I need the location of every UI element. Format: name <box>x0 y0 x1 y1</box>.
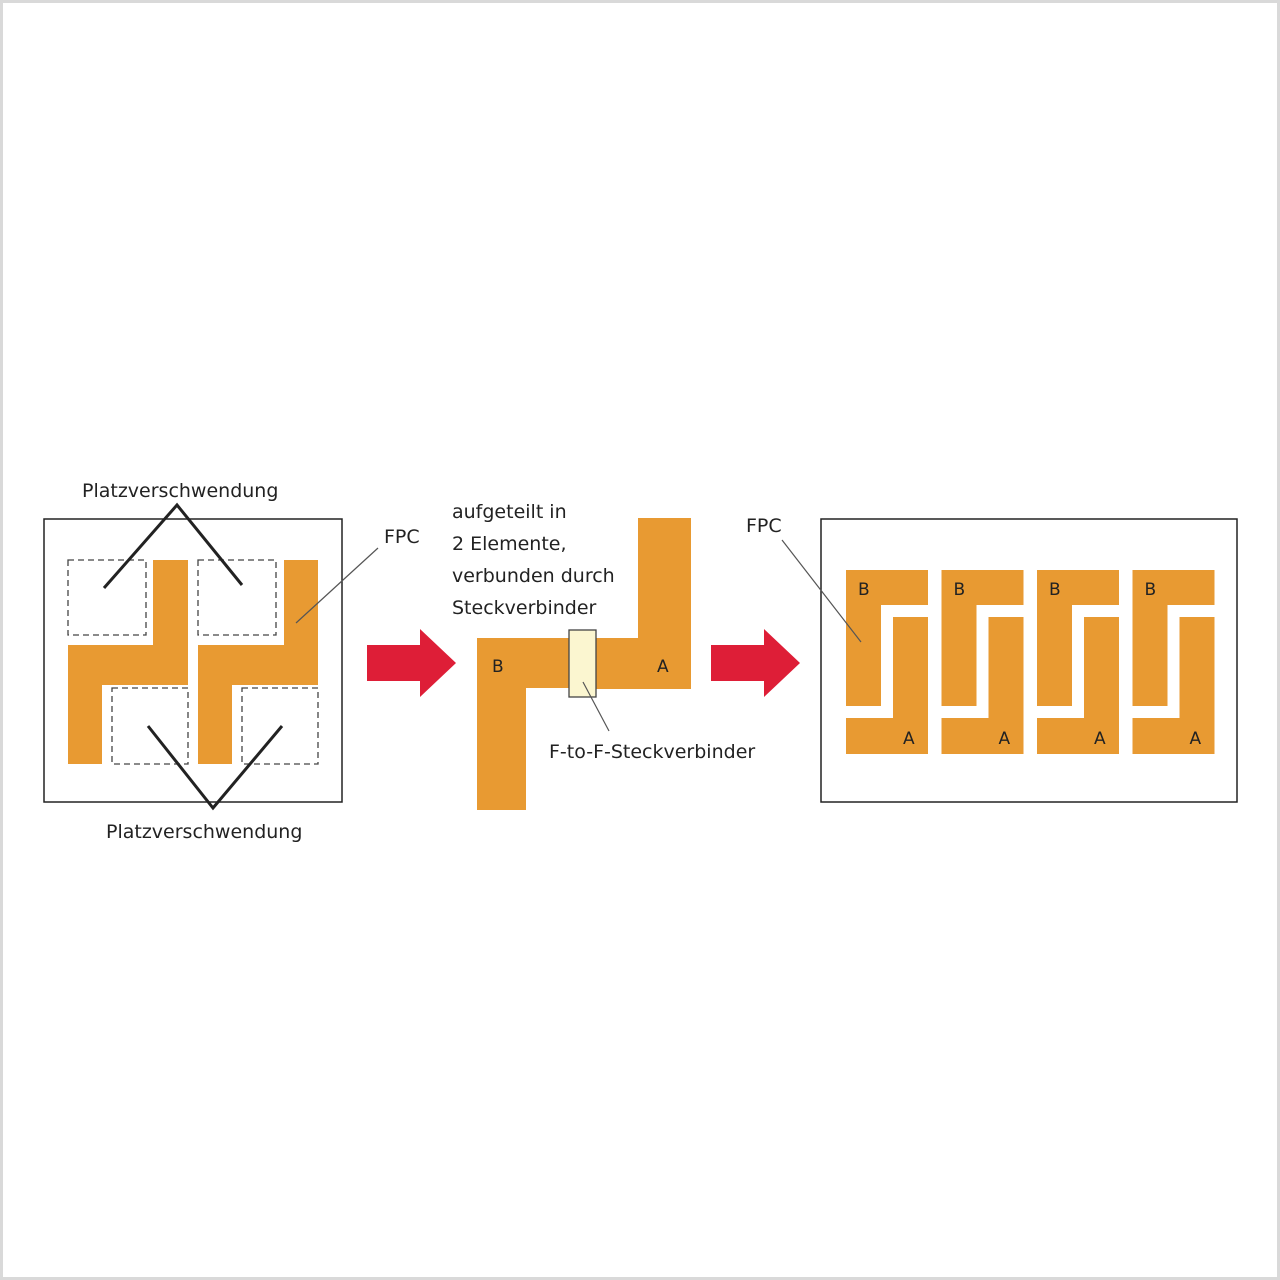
connector-label: F-to-F-Steckverbinder <box>549 741 755 763</box>
piece-label-a: A <box>903 729 915 749</box>
label-b: B <box>492 657 504 677</box>
piece-label-a: A <box>1190 729 1202 749</box>
waste-box <box>197 559 277 636</box>
description-line-2: 2 Elemente, <box>452 533 567 555</box>
piece-label-b: B <box>1049 580 1061 600</box>
right-panel: B A B A B A B A FPC <box>746 515 1238 803</box>
description-line-3: verbunden durch <box>452 565 615 587</box>
piece-label-a: A <box>999 729 1011 749</box>
description-line-4: Steckverbinder <box>452 597 597 619</box>
description-line-1: aufgeteilt in <box>452 501 567 523</box>
fpc-leader-line-right <box>781 539 862 643</box>
fpc-piece-a <box>596 518 691 689</box>
left-panel: Platzverschwendung Platzverschwendung FP… <box>43 480 420 843</box>
fpc-piece <box>68 560 188 764</box>
fpc-piece <box>1132 570 1215 754</box>
piece-label-b: B <box>954 580 966 600</box>
waste-label-top: Platzverschwendung <box>82 480 278 502</box>
fpc-label-right: FPC <box>746 515 782 537</box>
waste-box <box>241 687 319 765</box>
middle-panel: aufgeteilt in 2 Elemente, verbunden durc… <box>452 501 755 810</box>
fpc-leader-line <box>295 547 379 624</box>
fpc-piece <box>198 560 318 764</box>
fpc-piece-row: B A B A B A B A <box>846 570 1215 754</box>
arrow-right-icon <box>367 629 456 697</box>
waste-pointer-bottom <box>146 725 284 811</box>
fpc-piece <box>941 570 1024 754</box>
waste-pointer-top <box>102 502 244 589</box>
fpc-piece <box>1037 570 1119 754</box>
label-a: A <box>657 657 669 677</box>
arrow-right-icon <box>711 629 800 697</box>
waste-box <box>111 687 189 765</box>
waste-label-bottom: Platzverschwendung <box>106 821 302 843</box>
fpc-piece <box>846 570 928 754</box>
f-to-f-connector <box>568 629 597 698</box>
fpc-label-left: FPC <box>384 526 420 548</box>
right-panel-board <box>820 518 1238 803</box>
fpc-piece-b <box>477 638 570 810</box>
piece-label-b: B <box>858 580 870 600</box>
piece-label-b: B <box>1145 580 1157 600</box>
piece-label-a: A <box>1094 729 1106 749</box>
connector-leader-line <box>582 681 610 732</box>
waste-box <box>67 559 147 636</box>
